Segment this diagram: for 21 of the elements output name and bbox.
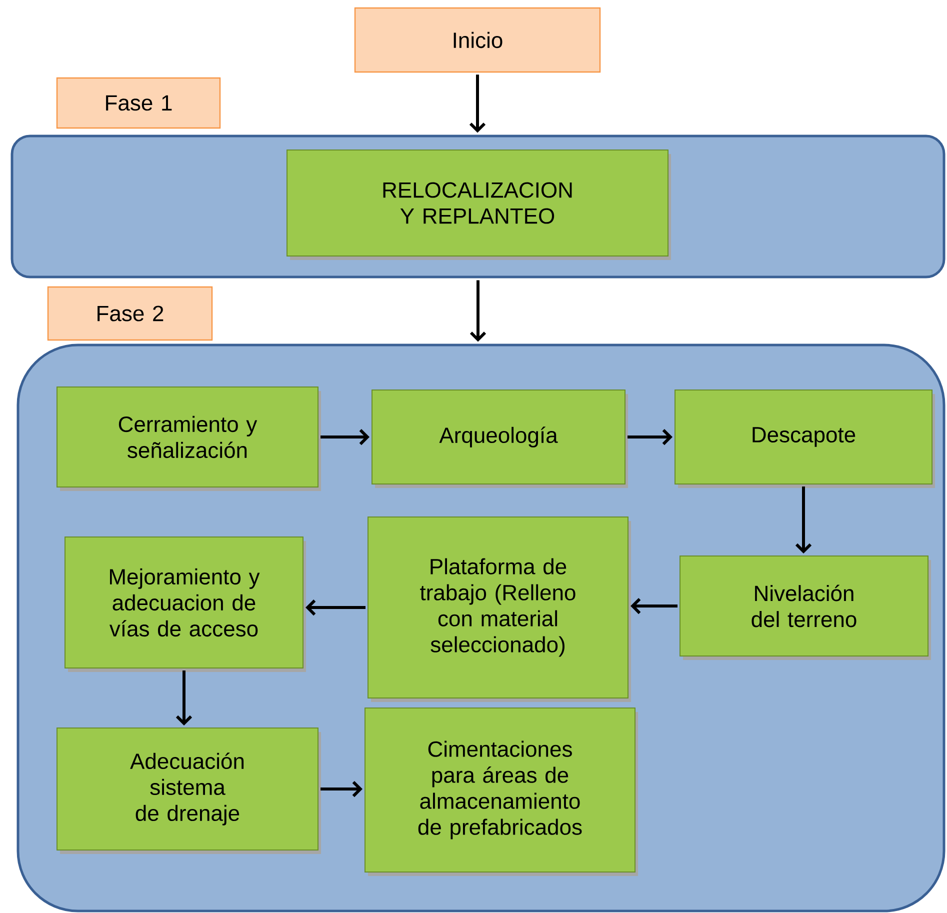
process-box: Arqueología: [372, 390, 626, 484]
process-box: Descapote: [674, 390, 933, 484]
arrow: [320, 780, 362, 798]
arrow: [176, 670, 192, 726]
arrow: [320, 428, 370, 446]
arrow: [469, 74, 486, 133]
process-box: Cimentaciones para áreas de almacenamiento de prefabricados: [364, 708, 636, 872]
arrow: [795, 486, 812, 554]
process-box: Nivelación del terreno: [680, 556, 928, 656]
arrow: [470, 280, 486, 342]
process-box: Cerramiento y señalización: [56, 386, 318, 488]
process-box: Mejoramiento y adecuacion de vías de acceso: [64, 536, 304, 668]
process-box: Adecuación sistema de drenaje: [56, 728, 318, 850]
arrow: [628, 428, 673, 446]
process-box: Plataforma de trabajo (Relleno con material seleccionado): [368, 516, 628, 698]
arrow: [630, 598, 678, 614]
process-box: RELOCALIZACION Y REPLANTEO: [286, 150, 668, 256]
arrow: [306, 599, 366, 616]
label-box: Inicio: [354, 7, 601, 73]
label-box: Fase 2: [47, 286, 213, 341]
label-box: Fase 1: [56, 77, 221, 129]
